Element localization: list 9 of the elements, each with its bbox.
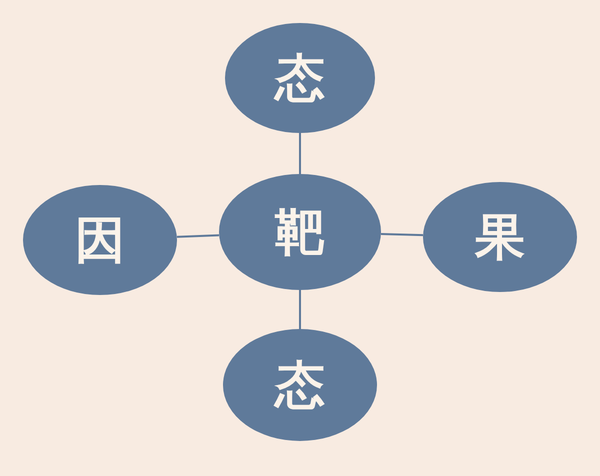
connector-line xyxy=(176,234,220,238)
connector-line xyxy=(380,233,424,236)
connector-line xyxy=(299,290,301,329)
node-label: 态 xyxy=(275,360,325,410)
node-label: 态 xyxy=(275,53,325,103)
node-label: 因 xyxy=(75,215,125,265)
node-label: 果 xyxy=(475,212,525,262)
node-label: 靶 xyxy=(275,207,325,257)
connector-line xyxy=(299,133,301,174)
